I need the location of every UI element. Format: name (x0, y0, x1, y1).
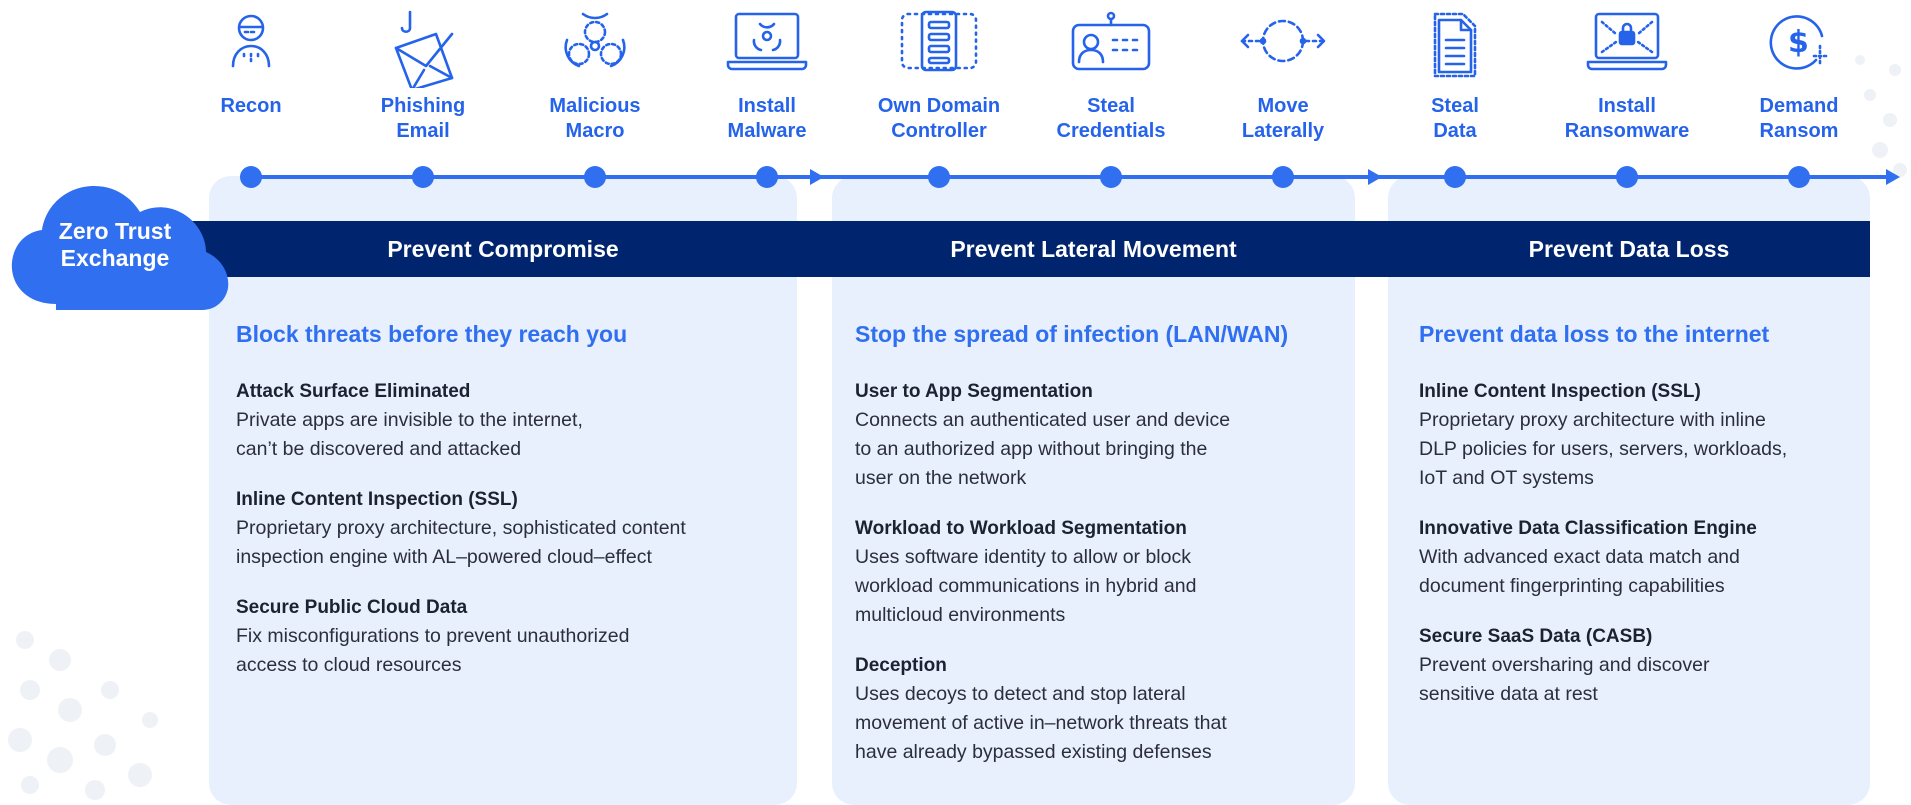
band-title-prevent-compromise: Prevent Compromise (387, 236, 619, 262)
timeline-arrow-icon (1886, 169, 1900, 185)
stage-label: Install Ransomware (1564, 95, 1690, 142)
section-prevent-compromise: Block threats before they reach you Atta… (236, 318, 786, 702)
feature-item: Inline Content Inspection (SSL) Propriet… (236, 486, 786, 572)
panel-prevent-data-loss (1388, 176, 1870, 805)
section-heading: Block threats before they reach you (236, 321, 628, 347)
lateral-arrows-icon (1240, 19, 1326, 63)
stage-label: Phishing Email (380, 95, 466, 142)
defense-band (190, 221, 1870, 277)
feature-title: Attack Surface Eliminated (236, 381, 471, 402)
feature-description: Private apps are invisible to the intern… (236, 409, 583, 460)
laptop-biohazard-icon (726, 12, 808, 71)
feature-title: Innovative Data Classification Engine (1419, 518, 1757, 539)
stage-label: Install Malware (727, 95, 807, 142)
feature-description: Uses software identity to allow or block… (855, 546, 1197, 626)
feature-title: User to App Segmentation (855, 381, 1093, 402)
zero-trust-exchange-badge: Zero Trust Exchange (58, 218, 172, 271)
feature-description: With advanced exact data match and docum… (1419, 546, 1740, 597)
biohazard-icon (564, 12, 626, 68)
feature-item: Deception Uses decoys to detect and stop… (855, 652, 1350, 767)
stage-label: Steal Data (1431, 95, 1479, 142)
feature-description: Uses decoys to detect and stop lateral m… (855, 683, 1227, 763)
server-icon (900, 10, 978, 72)
feature-title: Secure Public Cloud Data (236, 597, 468, 618)
section-prevent-data-loss: Prevent data loss to the internet Inline… (1419, 318, 1869, 731)
panel-prevent-lateral-movement (832, 176, 1355, 805)
feature-title: Inline Content Inspection (SSL) (1419, 381, 1701, 402)
feature-description: Proprietary proxy architecture, sophisti… (236, 517, 686, 568)
section-heading: Stop the spread of infection (LAN/WAN) (855, 321, 1289, 347)
dollar-icon: $ (1769, 15, 1828, 70)
stage-label: Demand Ransom (1759, 95, 1839, 142)
feature-title: Workload to Workload Segmentation (855, 518, 1187, 539)
feature-item: User to App Segmentation Connects an aut… (855, 378, 1350, 493)
band-title-prevent-data-loss: Prevent Data Loss (1528, 236, 1730, 262)
svg-text:$: $ (1788, 25, 1809, 60)
timeline-arrow-icon (810, 169, 824, 185)
section-prevent-lateral-movement: Stop the spread of infection (LAN/WAN) U… (855, 318, 1350, 789)
attack-chain-timeline (240, 166, 1900, 188)
feature-item: Inline Content Inspection (SSL) Propriet… (1419, 378, 1869, 493)
timeline-arrow-icon (1368, 169, 1382, 185)
laptop-lock-icon (1586, 12, 1668, 71)
feature-item: Secure Public Cloud Data Fix misconfigur… (236, 594, 786, 680)
feature-title: Inline Content Inspection (SSL) (236, 489, 518, 510)
feature-title: Deception (855, 655, 947, 676)
stage-label: Steal Credentials (1056, 95, 1166, 142)
feature-title: Secure SaaS Data (CASB) (1419, 626, 1653, 647)
cloud-icon (11, 186, 229, 310)
stage-label: Malicious Macro (549, 95, 641, 142)
band-title-prevent-lateral-movement: Prevent Lateral Movement (950, 236, 1237, 262)
stage-label: Own Domain Controller (877, 95, 1001, 142)
document-icon (1433, 12, 1477, 78)
panel-prevent-compromise (209, 176, 797, 805)
id-card-icon (1071, 11, 1151, 71)
stage-label: Recon (220, 95, 282, 117)
feature-description: Prevent oversharing and discover sensiti… (1419, 654, 1710, 705)
feature-item: Secure SaaS Data (CASB) Prevent overshar… (1419, 623, 1869, 709)
section-heading: Prevent data loss to the internet (1419, 321, 1770, 347)
stage-label: Move Laterally (1241, 95, 1325, 142)
feature-item: Innovative Data Classification Engine Wi… (1419, 515, 1869, 601)
feature-item: Attack Surface Eliminated Private apps a… (236, 378, 786, 464)
feature-description: Proprietary proxy architecture with inli… (1419, 409, 1788, 489)
feature-description: Fix misconfigurations to prevent unautho… (236, 625, 630, 676)
feature-description: Connects an authenticated user and devic… (855, 409, 1231, 489)
hacker-icon (231, 14, 271, 68)
phishing-email-icon (394, 10, 454, 88)
feature-item: Workload to Workload Segmentation Uses s… (855, 515, 1350, 630)
